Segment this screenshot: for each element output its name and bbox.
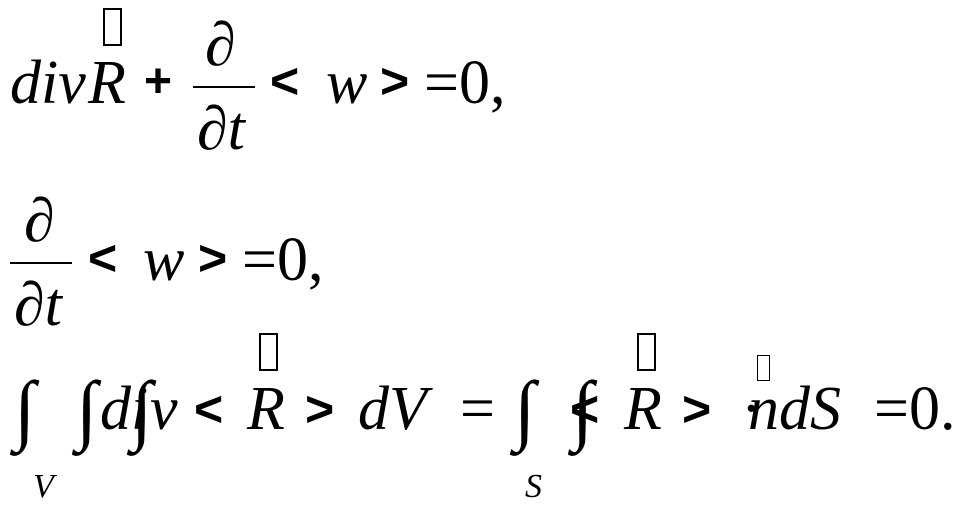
integral-sign-overlay: ∫ [131,365,153,452]
subscript-S: S [525,468,542,505]
integral-sign-overlay: ∫ [572,365,594,452]
missing-glyph-arrow-icon [259,333,278,371]
vector-R: R [88,49,126,117]
plus-sign: + [144,55,173,108]
integral-sign-overlay: ∫ [76,365,98,452]
angle-close: > [380,53,410,109]
angle-open: < [194,381,224,437]
div-v: v [150,375,178,443]
fraction-bar [10,262,72,264]
ndS: ndS [748,375,841,443]
partial-numerator: ∂ [24,187,55,255]
equals-sign: = [460,375,495,443]
integral-sign: ∫ [14,365,36,452]
variable-w: w [143,226,185,294]
equals-zero: =0. [874,375,956,443]
equals-zero: =0, [424,49,506,117]
dot-product: · [741,375,762,443]
fraction-bar [193,86,255,88]
partial-t-denominator: ∂t [14,271,62,339]
div-operator: di [100,375,149,443]
angle-open: < [570,381,600,437]
angle-open: < [88,230,118,286]
vector-R: R [247,375,285,443]
missing-glyph-arrow-icon [637,333,656,371]
integral-sign: ∫ [514,365,536,452]
angle-close: > [682,381,712,437]
partial-t-denominator: ∂t [197,95,245,163]
missing-glyph-hat-icon [757,355,770,381]
equals-zero: =0, [242,226,324,294]
variable-w: w [326,49,368,117]
subscript-V: V [33,468,54,505]
angle-close: > [305,381,335,437]
vector-R: R [624,375,662,443]
missing-glyph-arrow-icon [103,8,122,46]
dV: dV [358,375,427,443]
angle-close: > [198,230,228,286]
angle-open: < [270,53,300,109]
div-operator: div [10,49,86,117]
partial-numerator: ∂ [205,11,236,79]
